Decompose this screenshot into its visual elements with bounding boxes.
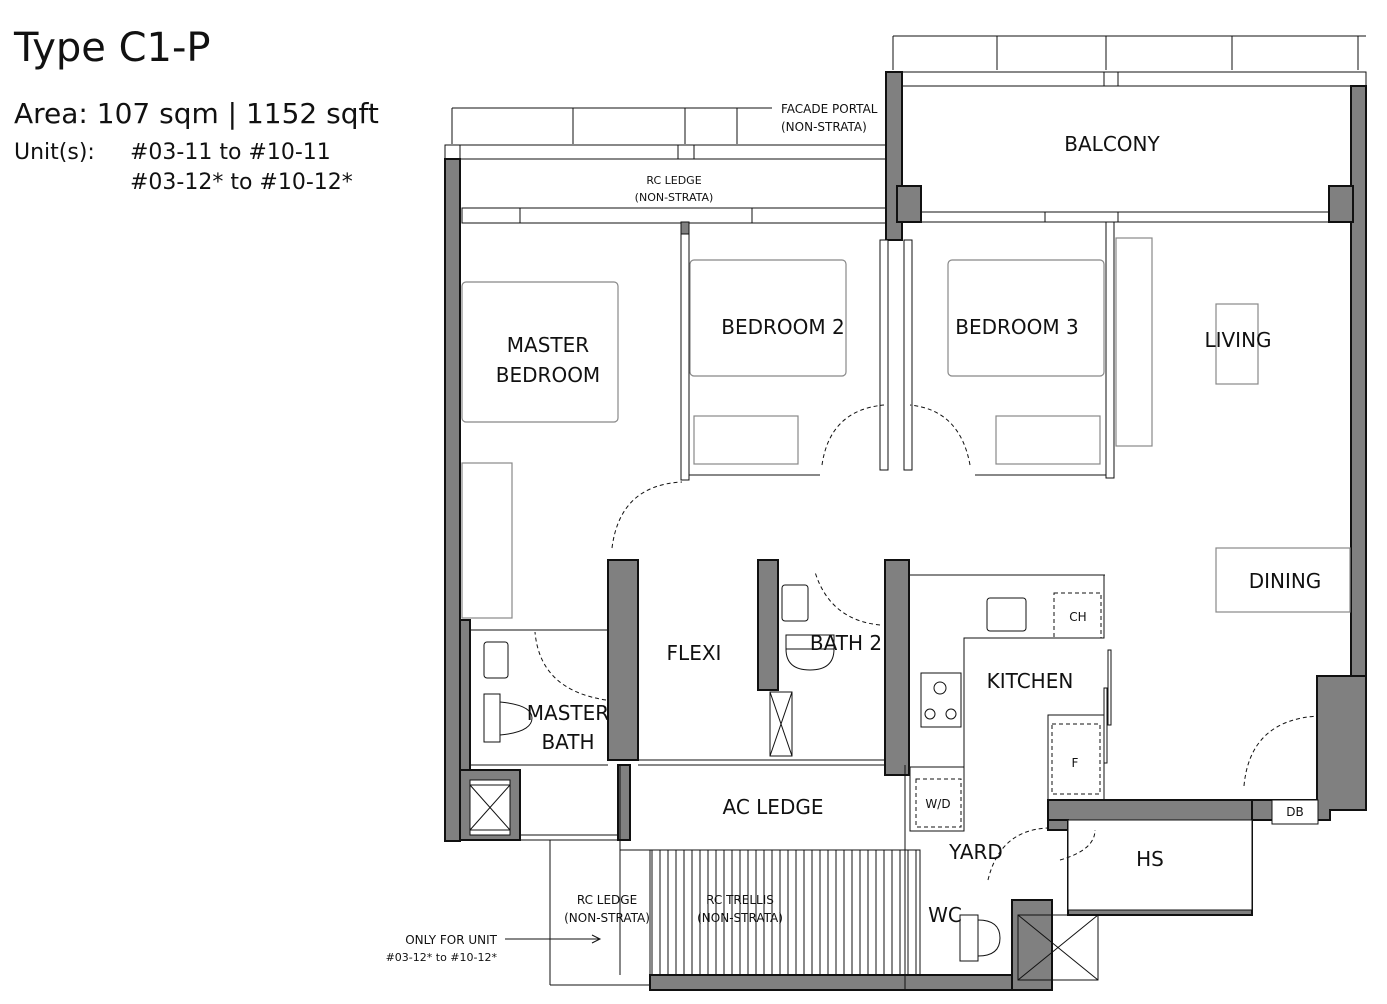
unit-area: Area: 107 sqm | 1152 sqft <box>14 97 379 130</box>
bed3-desk <box>995 415 1101 465</box>
furniture <box>461 237 1351 619</box>
rc-ledge-top-label: RC LEDGE <box>646 174 701 187</box>
unit-range-2: #03-12* to #10-12* <box>130 170 353 195</box>
facade-portal-label: FACADE PORTAL <box>781 102 878 116</box>
master-bed <box>461 281 619 423</box>
room-bath-2: BATH 2 <box>810 631 882 655</box>
room-master-bath-line1: MASTER <box>527 701 609 725</box>
room-master-bath-line2: BATH <box>541 730 594 754</box>
bed-3 <box>947 259 1105 377</box>
facade-portal-balcony <box>885 35 1367 87</box>
kitchen-counters <box>909 574 1112 832</box>
units-label: Unit(s): <box>14 140 95 165</box>
rc-ledge-bottom-label: RC LEDGE <box>577 893 637 907</box>
room-ac-ledge: AC LEDGE <box>723 795 824 819</box>
unit-type-title: Type C1-P <box>14 25 211 71</box>
only-for-unit-label: ONLY FOR UNIT <box>405 933 497 947</box>
room-bedroom-3: BEDROOM 3 <box>955 315 1078 339</box>
room-master-bedroom-line2: BEDROOM <box>496 363 600 387</box>
rc-ledge-top-nonstrata: (NON-STRATA) <box>635 191 714 204</box>
rc-trellis-label: RC TRELLIS <box>706 893 774 907</box>
dining-table <box>1215 547 1351 613</box>
rc-ledge-bottom-nonstrata: (NON-STRATA) <box>564 911 650 925</box>
unit-list: Unit(s): #03-11 to #10-11 #03-12* to #10-… <box>14 138 353 198</box>
room-labels: BALCONY MASTER BEDROOM BEDROOM 2 BEDROOM… <box>496 132 1322 927</box>
rc-trellis-nonstrata: (NON-STRATA) <box>697 911 783 925</box>
room-flexi: FLEXI <box>667 641 722 665</box>
room-dining: DINING <box>1249 569 1322 593</box>
coffee-table <box>1215 303 1259 385</box>
room-yard: YARD <box>948 840 1003 864</box>
cooker-hood-label: CH <box>1069 610 1086 624</box>
only-for-unit-range: #03-12* to #10-12* <box>386 951 498 964</box>
sofa <box>1115 237 1153 447</box>
rc-trellis <box>649 849 921 976</box>
room-living: LIVING <box>1204 328 1271 352</box>
room-kitchen: KITCHEN <box>987 669 1074 693</box>
room-wc: WC <box>928 903 962 927</box>
washer-dryer-label: W/D <box>925 797 950 811</box>
room-bedroom-2: BEDROOM 2 <box>721 315 844 339</box>
bath-fixtures <box>469 584 1099 981</box>
bed-2 <box>689 259 847 377</box>
room-balcony: BALCONY <box>1064 132 1160 156</box>
room-master-bedroom-line1: MASTER <box>507 333 589 357</box>
door-swings <box>534 404 1319 881</box>
bed2-desk <box>693 415 799 465</box>
unit-range-1: #03-11 to #10-11 <box>130 140 331 165</box>
wardrobe <box>461 462 513 619</box>
facade-portal-nonstrata: (NON-STRATA) <box>781 120 867 134</box>
room-hs: HS <box>1136 847 1164 871</box>
fridge-label: F <box>1072 756 1079 770</box>
db-label: DB <box>1286 805 1303 819</box>
